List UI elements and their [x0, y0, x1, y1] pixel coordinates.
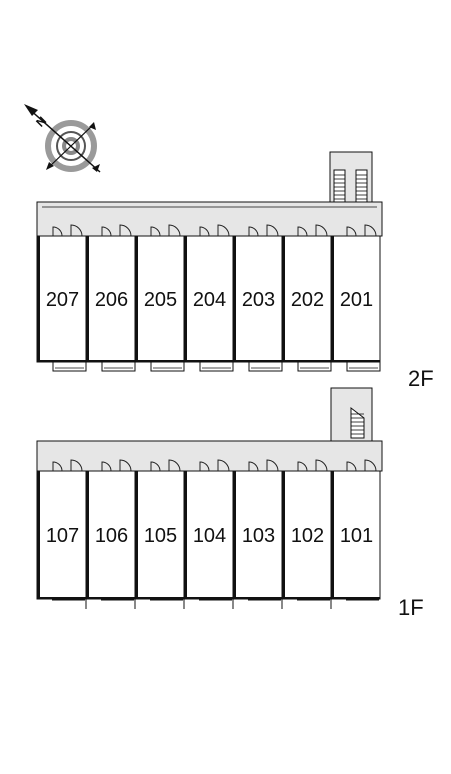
unit-number-103: 103: [242, 525, 275, 547]
compass-north-label: N: [33, 114, 49, 130]
unit-201: 201: [330, 224, 381, 372]
unit-number-207: 207: [46, 289, 79, 311]
unit-number-104: 104: [193, 525, 226, 547]
unit-number-204: 204: [193, 289, 226, 311]
unit-207: 207: [36, 224, 87, 372]
unit-206: 206: [85, 224, 136, 372]
unit-row-1f: 107 106 105 104 103 102 101: [36, 459, 381, 609]
door-icon: [52, 224, 83, 237]
unit-number-105: 105: [144, 525, 177, 547]
unit-row-2f: 207 206 205 204 203 202 201: [36, 224, 381, 372]
balcony: [52, 361, 87, 372]
unit-number-205: 205: [144, 289, 177, 311]
balcony: [150, 361, 185, 372]
unit-106: 106: [85, 459, 136, 609]
balcony: [199, 361, 234, 372]
unit-103: 103: [232, 459, 283, 609]
unit-203: 203: [232, 224, 283, 372]
door-icon: [101, 459, 132, 472]
unit-number-206: 206: [95, 289, 128, 311]
balcony: [297, 361, 332, 372]
north-arrow-compass-icon: N: [24, 104, 101, 173]
unit-205: 205: [134, 224, 185, 372]
door-icon: [297, 224, 328, 237]
corridor-1f: [36, 440, 383, 472]
unit-105: 105: [134, 459, 185, 609]
unit-102: 102: [281, 459, 332, 609]
staircase-icon: [333, 169, 368, 205]
door-icon: [346, 459, 377, 472]
floor-label-2f: 2F: [408, 366, 434, 391]
unit-number-101: 101: [340, 525, 373, 547]
door-icon: [150, 459, 181, 472]
door-icon: [297, 459, 328, 472]
unit-number-202: 202: [291, 289, 324, 311]
door-icon: [199, 224, 230, 237]
floor-label-1f: 1F: [398, 595, 424, 620]
unit-107: 107: [36, 459, 87, 601]
balcony: [248, 361, 283, 372]
unit-number-106: 106: [95, 525, 128, 547]
unit-202: 202: [281, 224, 332, 372]
door-icon: [346, 224, 377, 237]
door-icon: [150, 224, 181, 237]
floor-1f: 107 106 105 104 103 102 101 1F: [36, 387, 424, 620]
unit-number-107: 107: [46, 525, 79, 547]
unit-number-102: 102: [291, 525, 324, 547]
door-icon: [199, 459, 230, 472]
balcony: [101, 361, 136, 372]
unit-101: 101: [330, 459, 381, 609]
door-icon: [52, 459, 83, 472]
unit-204: 204: [183, 224, 234, 372]
staircase-icon: [350, 406, 365, 439]
door-icon: [101, 224, 132, 237]
floor-2f: 207 206 205 204 203 202 201 2F: [36, 151, 434, 391]
unit-number-201: 201: [340, 289, 373, 311]
corridor-2f: [36, 201, 383, 237]
door-icon: [248, 224, 279, 237]
door-icon: [248, 459, 279, 472]
unit-104: 104: [183, 459, 234, 609]
unit-number-203: 203: [242, 289, 275, 311]
balcony: [346, 361, 381, 372]
